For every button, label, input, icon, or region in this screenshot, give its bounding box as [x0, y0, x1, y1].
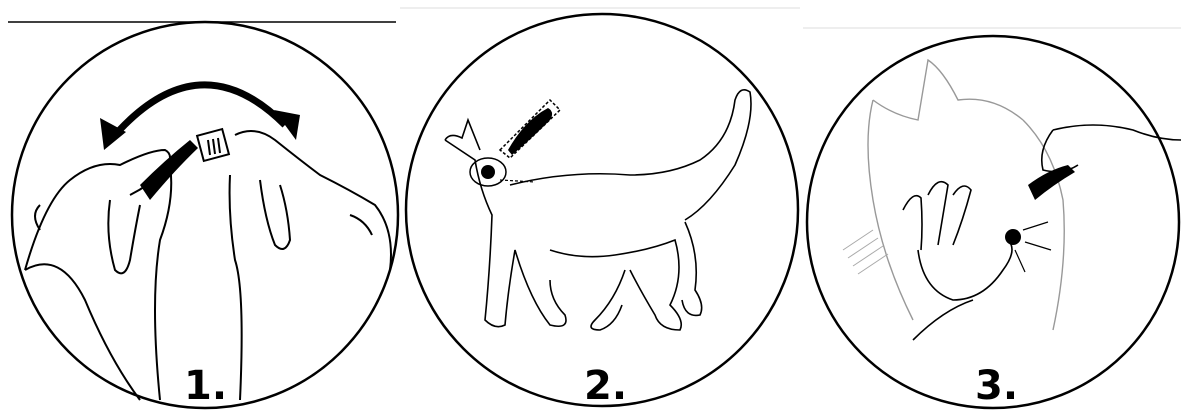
cat: [445, 90, 751, 330]
step-1-illustration: [0, 0, 400, 410]
parting-hand: [903, 182, 1012, 340]
step-3-circle: [807, 36, 1179, 408]
step-1-panel: 1.: [0, 0, 400, 410]
step-number-1: 1.: [184, 366, 227, 406]
parted-fur-lines: [1015, 222, 1051, 272]
step-1-circle: [12, 22, 398, 408]
step-number-2: 2.: [584, 366, 627, 406]
step-3-panel: 3.: [803, 0, 1181, 410]
drop: [1005, 229, 1021, 245]
pipette: [140, 129, 229, 200]
step-number-3: 3.: [975, 366, 1018, 406]
step-2-illustration: [400, 0, 803, 410]
pipette-callout: [470, 100, 560, 186]
step-3-illustration: [803, 0, 1181, 410]
step-2-panel: 2.: [400, 0, 803, 410]
step-2-circle: [406, 14, 798, 406]
right-hand: [230, 131, 391, 400]
